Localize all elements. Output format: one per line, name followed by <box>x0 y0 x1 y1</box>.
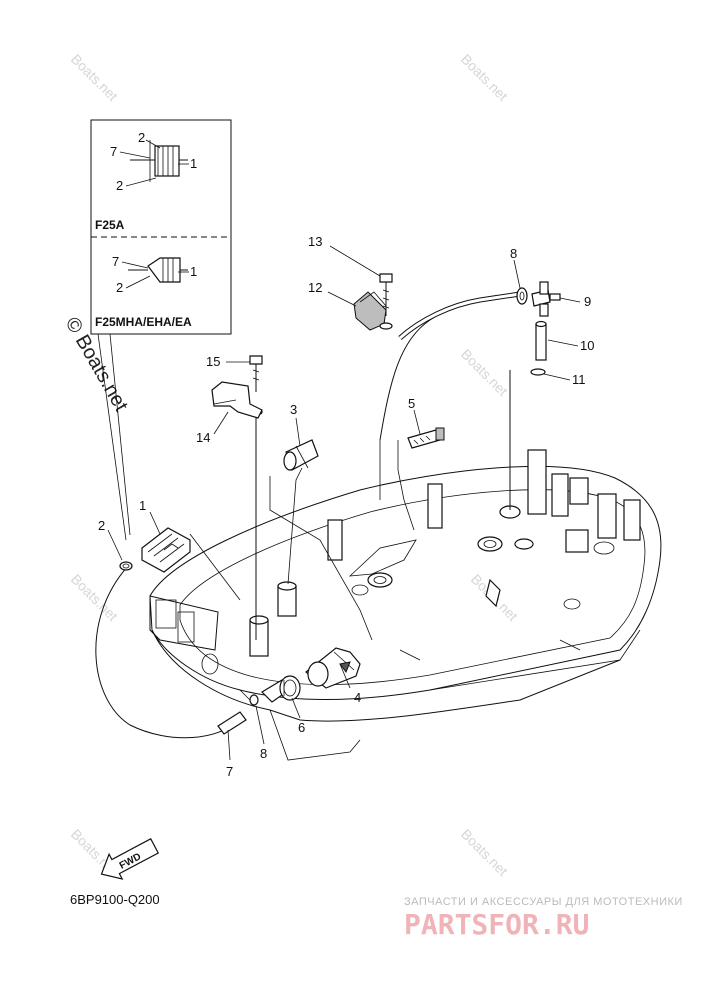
hose-main-route <box>379 294 521 441</box>
inset-bottom-callout-2: 2 <box>116 280 123 295</box>
inset-top-grommet <box>130 140 188 182</box>
callout-10: 10 <box>580 338 594 353</box>
callout-8-bottom: 8 <box>260 746 267 761</box>
callout-11: 11 <box>572 372 586 387</box>
callout-9: 9 <box>584 294 591 309</box>
callout-leaders <box>107 245 581 761</box>
inset-top-model-label: F25A <box>95 218 125 232</box>
part-5-screw <box>407 427 445 449</box>
watermark-mc: Boats.net <box>458 346 511 399</box>
part-13-bolt <box>379 273 393 330</box>
brand-name: PARTSFOR.RU <box>404 908 589 941</box>
inset-box: 7 2 1 2 F25A 7 1 2 F25MHA/EHA/EA <box>90 119 232 335</box>
part-9-tee <box>531 281 561 317</box>
part-10-tube <box>535 320 547 361</box>
inset-bottom-model-label: F25MHA/EHA/EA <box>95 315 192 329</box>
watermark-ml: Boats.net <box>68 571 121 624</box>
watermark-tr: Boats.net <box>458 51 511 104</box>
part-2-clip <box>119 561 133 571</box>
part-7-hose <box>217 711 247 735</box>
part-3-hose-guide <box>283 439 319 471</box>
callout-7: 7 <box>226 764 233 779</box>
callouts: 1 2 3 4 5 6 7 8 8 9 10 11 12 13 14 15 <box>98 234 594 779</box>
part-1-grommet <box>141 527 191 573</box>
inset-top-callout-2a: 2 <box>138 130 145 145</box>
brand-tagline: ЗАПЧАСТИ И АКСЕССУАРЫ ДЛЯ МОТОТЕХНИКИ <box>404 896 683 908</box>
inset-projection-left <box>97 333 127 541</box>
part-6-connector <box>261 675 301 703</box>
inset-bottom-grommet <box>128 257 188 283</box>
callout-1: 1 <box>139 498 146 513</box>
callout-2: 2 <box>98 518 105 533</box>
reference-code: 6BP9100-Q200 <box>70 892 160 907</box>
part-8-bottom-clip <box>249 694 259 706</box>
callout-6: 6 <box>298 720 305 735</box>
callout-8-top: 8 <box>510 246 517 261</box>
callout-5: 5 <box>408 396 415 411</box>
watermark-tl: Boats.net <box>68 51 121 104</box>
inset-top-callout-2b: 2 <box>116 178 123 193</box>
watermark-br: Boats.net <box>458 826 511 879</box>
bottom-cowling <box>149 449 662 761</box>
inset-top-callout-1: 1 <box>190 156 197 171</box>
inset-bottom-callout-1: 1 <box>190 264 197 279</box>
part-4-grommet <box>305 647 361 689</box>
callout-14: 14 <box>196 430 210 445</box>
callout-13: 13 <box>308 234 322 249</box>
callout-4: 4 <box>354 690 361 705</box>
hose-7-route <box>95 565 239 739</box>
callout-12: 12 <box>308 280 322 295</box>
callout-3: 3 <box>290 402 297 417</box>
inset-bottom-callout-7: 7 <box>112 254 119 269</box>
inset-projection-right <box>109 333 131 536</box>
part-8-top-clip <box>516 287 528 305</box>
inset-top-callout-7: 7 <box>110 144 117 159</box>
callout-15: 15 <box>206 354 220 369</box>
part-14-bracket <box>211 381 263 419</box>
part-11-clip <box>530 368 546 376</box>
